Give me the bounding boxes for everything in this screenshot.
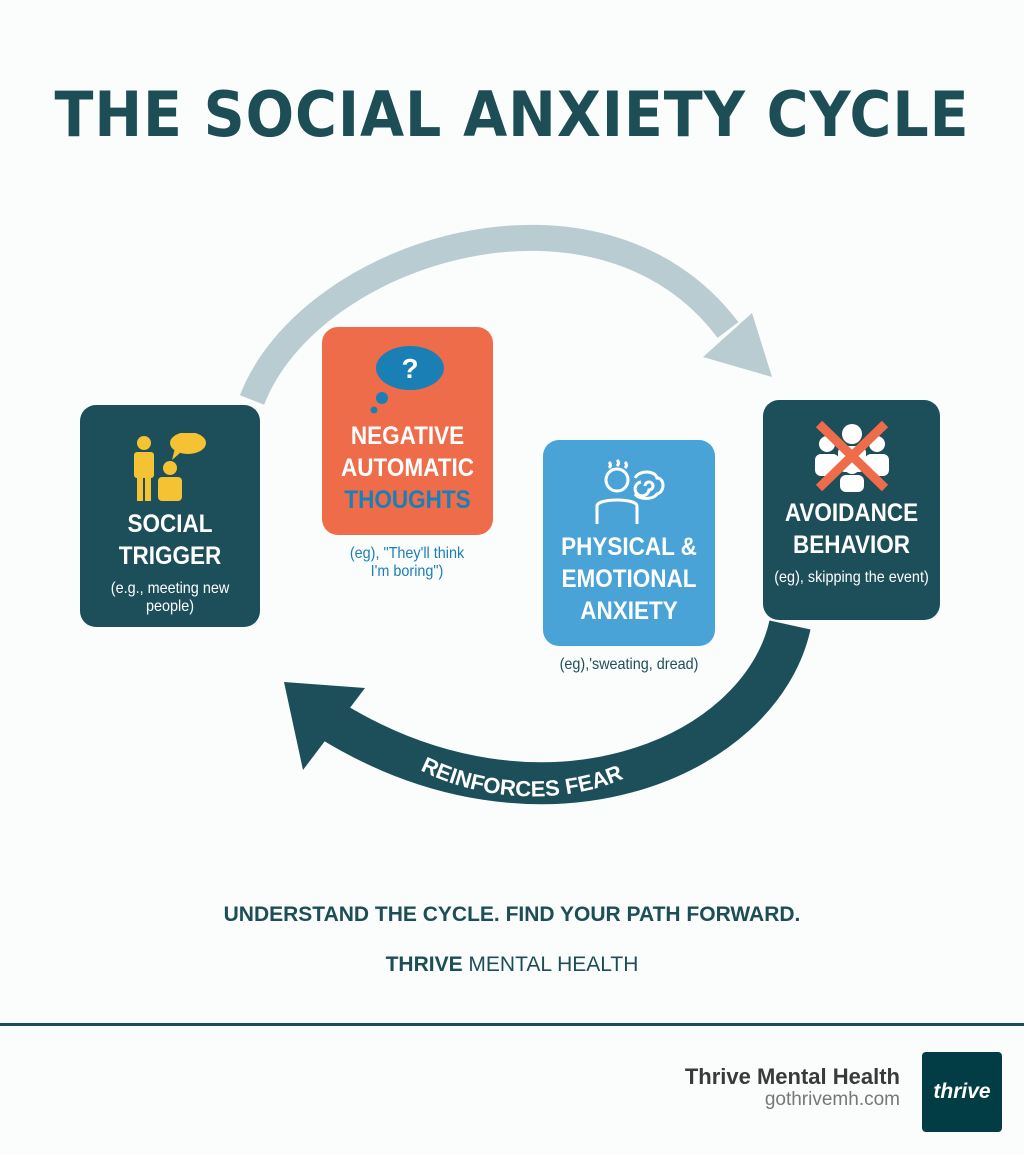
step-title: ANXIETY bbox=[580, 597, 678, 625]
bottom-arrowhead bbox=[284, 682, 365, 770]
step-title: EMOTIONAL bbox=[561, 565, 697, 593]
step-title: PHYSICAL & bbox=[561, 533, 697, 561]
svg-text:?: ? bbox=[401, 353, 418, 384]
step-social-trigger: SOCIAL TRIGGER (e.g., meeting new people… bbox=[80, 405, 260, 627]
top-arc-arrow bbox=[239, 224, 739, 405]
step-example: (eg),'sweating, dread) bbox=[559, 656, 699, 673]
anxious-person-icon bbox=[595, 458, 665, 524]
step-title: TRIGGER bbox=[118, 542, 222, 570]
tagline: UNDERSTAND THE CYCLE. FIND YOUR PATH FOR… bbox=[223, 903, 801, 926]
step-title: NEGATIVE bbox=[350, 422, 465, 450]
step-title: THOUGHTS bbox=[344, 486, 471, 514]
thrive-logo: thrive bbox=[922, 1052, 1002, 1132]
footer-name: Thrive Mental Health bbox=[684, 1064, 900, 1089]
step-title: SOCIAL bbox=[127, 510, 213, 538]
bottom-arc-arrow bbox=[318, 619, 811, 805]
brand-line: THRIVE MENTAL HEALTH bbox=[0, 953, 1024, 977]
step-negative-thoughts: ? NEGATIVE AUTOMATIC THOUGHTS bbox=[322, 327, 493, 535]
people-speech-icon bbox=[134, 432, 206, 501]
brand-rest: MENTAL HEALTH bbox=[462, 953, 639, 976]
step-title: BEHAVIOR bbox=[792, 531, 911, 559]
step-title: AUTOMATIC bbox=[341, 454, 474, 482]
step-title: AVOIDANCE bbox=[784, 499, 919, 527]
example-line: (eg), "They'll think bbox=[349, 545, 465, 562]
thought-bubble-question-icon: ? bbox=[370, 346, 444, 414]
brand-bold: THRIVE bbox=[385, 953, 463, 976]
footer-divider bbox=[0, 1023, 1024, 1026]
crossed-out-group-icon bbox=[814, 420, 889, 492]
example-line: I'm boring") bbox=[370, 563, 444, 580]
top-arrowhead bbox=[703, 313, 772, 377]
step-example: (eg), skipping the event) bbox=[774, 569, 929, 586]
step-example: (eg), "They'll think I'm boring") bbox=[322, 545, 493, 581]
page-title: THE SOCIAL ANXIETY CYCLE bbox=[54, 78, 970, 151]
step-avoidance-behavior: AVOIDANCE BEHAVIOR (eg), skipping the ev… bbox=[763, 400, 940, 620]
footer-url[interactable]: gothrivemh.com bbox=[764, 1089, 900, 1110]
step-physical-emotional-anxiety: PHYSICAL & EMOTIONAL ANXIETY bbox=[543, 440, 715, 646]
step-example: (e.g., meeting new people) bbox=[110, 580, 230, 615]
